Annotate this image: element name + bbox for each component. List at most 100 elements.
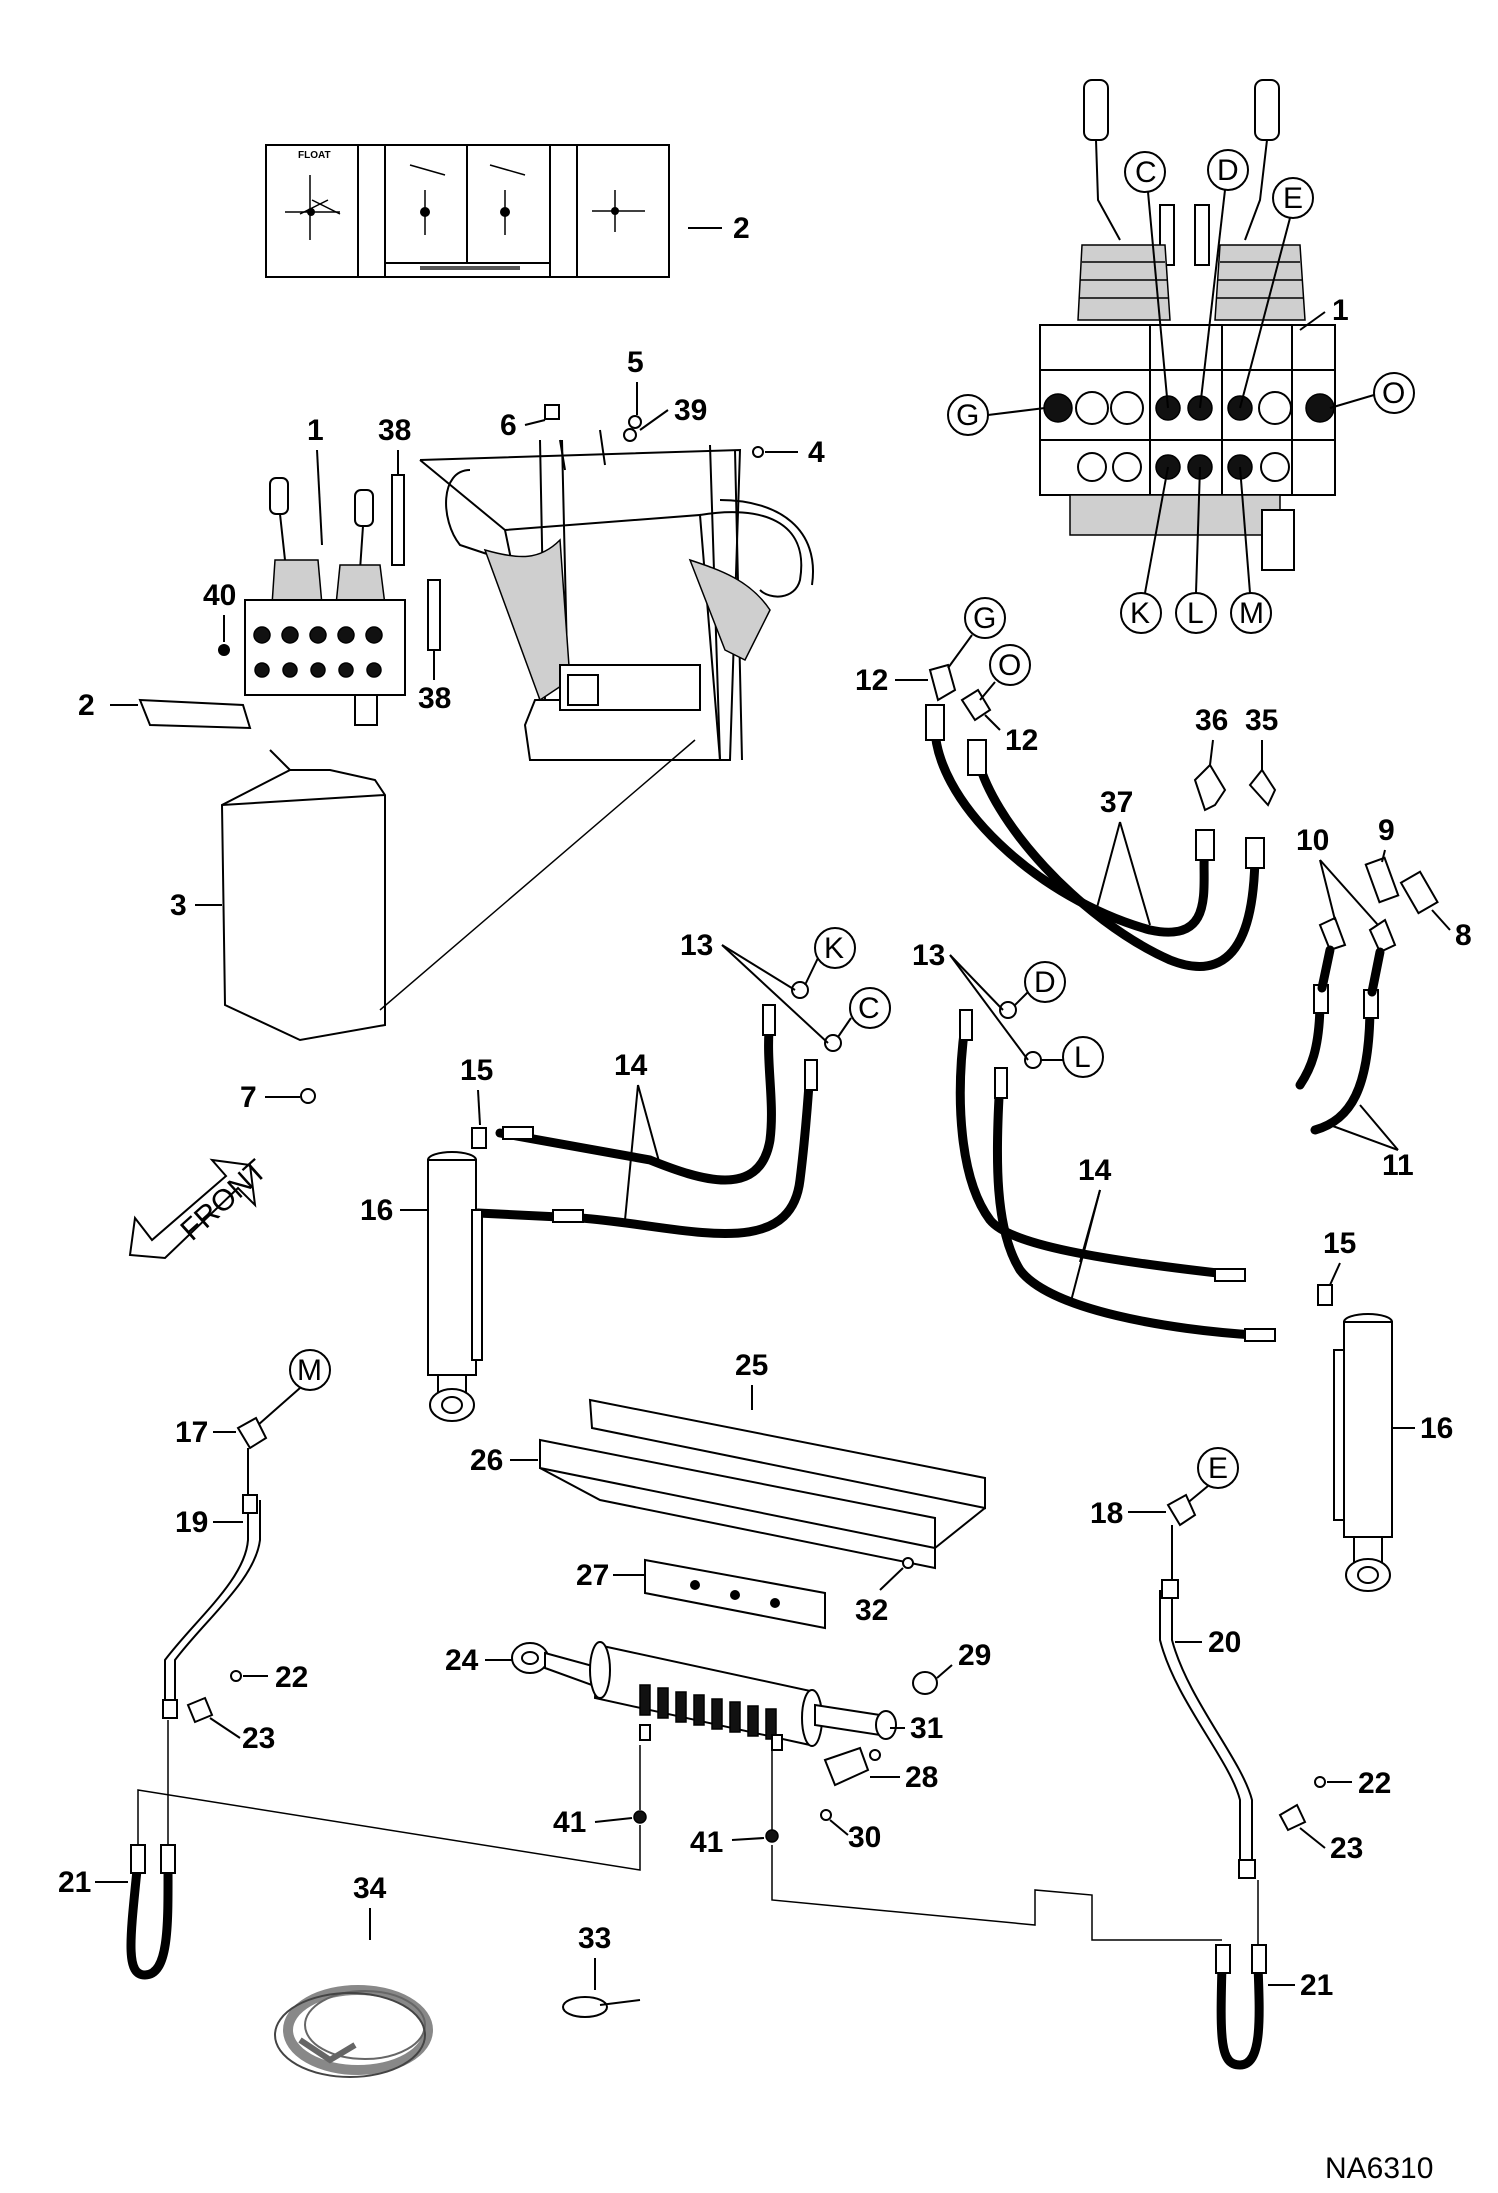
clamp-23-left bbox=[186, 1696, 214, 1724]
hose-label-g: G bbox=[973, 602, 996, 635]
callout-15-left: 15 bbox=[460, 1054, 493, 1087]
callout-36: 36 bbox=[1195, 704, 1228, 737]
callout-22-right: 22 bbox=[1358, 1767, 1391, 1800]
callout-12-g: 12 bbox=[855, 664, 888, 697]
callout-41-right: 41 bbox=[690, 1826, 723, 1859]
line-label-m: M bbox=[297, 1354, 322, 1387]
callout-23-right: 23 bbox=[1330, 1832, 1363, 1865]
hose-label-c: C bbox=[858, 992, 880, 1025]
leader-41-right bbox=[771, 1845, 1222, 1941]
hardware-30 bbox=[820, 1809, 832, 1821]
callout-21-right: 21 bbox=[1300, 1969, 1333, 2002]
hose-label-o: O bbox=[998, 649, 1021, 682]
leader-cover-frame bbox=[379, 739, 696, 1011]
screw-22-right bbox=[1314, 1776, 1326, 1788]
callout-19: 19 bbox=[175, 1506, 208, 1539]
port-label-k: K bbox=[1130, 597, 1150, 630]
port-label-c: C bbox=[1135, 156, 1157, 189]
hose-set-37 bbox=[925, 663, 1277, 971]
callout-6: 6 bbox=[500, 409, 517, 442]
hoses-14-left bbox=[473, 1004, 818, 1238]
callout-17: 17 bbox=[175, 1416, 208, 1449]
plates-25-26 bbox=[539, 1398, 986, 1570]
front-direction-arrow: FRONT bbox=[128, 1153, 273, 1260]
hardware-5 bbox=[628, 415, 642, 429]
callout-14-left: 14 bbox=[614, 1049, 648, 1082]
callout-21-left: 21 bbox=[58, 1866, 91, 1899]
port-label-d: D bbox=[1217, 154, 1239, 187]
hardware-6 bbox=[544, 404, 560, 420]
callout-34: 34 bbox=[353, 1872, 387, 1905]
hardware-39 bbox=[623, 428, 637, 442]
cylinder-24 bbox=[511, 1641, 897, 1751]
port-label-m: M bbox=[1239, 597, 1264, 630]
valve-port-labels: C D E G O K L M bbox=[947, 149, 1415, 634]
callout-18: 18 bbox=[1090, 1497, 1123, 1530]
control-decal: FLOAT bbox=[265, 144, 670, 278]
callout-8: 8 bbox=[1455, 919, 1472, 952]
callout-32: 32 bbox=[855, 1594, 888, 1627]
cable-tie-33 bbox=[562, 1996, 641, 2018]
callout-12-o: 12 bbox=[1005, 724, 1038, 757]
callout-35: 35 bbox=[1245, 704, 1278, 737]
callout-23-left: 23 bbox=[242, 1722, 275, 1755]
callout-16-right: 16 bbox=[1420, 1412, 1453, 1445]
cylinder-16-left bbox=[427, 1127, 487, 1422]
callout-15-right: 15 bbox=[1323, 1227, 1356, 1260]
callout-9: 9 bbox=[1378, 814, 1395, 847]
port-label-e: E bbox=[1283, 182, 1303, 215]
callout-7: 7 bbox=[240, 1081, 257, 1114]
callout-4: 4 bbox=[808, 436, 825, 469]
callout-39: 39 bbox=[674, 394, 707, 427]
fittings-8-9-10 bbox=[1318, 856, 1439, 954]
port-label-o: O bbox=[1382, 377, 1405, 410]
control-valve-small bbox=[244, 477, 406, 726]
line-label-e: E bbox=[1208, 1452, 1228, 1485]
hose-label-d: D bbox=[1034, 966, 1056, 999]
decal-float-label: FLOAT bbox=[298, 150, 331, 161]
callout-1-valve: 1 bbox=[1332, 294, 1349, 327]
elbow-18 bbox=[1166, 1493, 1197, 1527]
callout-13-right: 13 bbox=[912, 939, 945, 972]
callout-2-decal: 2 bbox=[733, 212, 750, 245]
callout-26: 26 bbox=[470, 1444, 503, 1477]
callout-29: 29 bbox=[958, 1639, 991, 1672]
callout-3: 3 bbox=[170, 889, 187, 922]
hose-label-l: L bbox=[1074, 1041, 1091, 1074]
callout-10: 10 bbox=[1296, 824, 1329, 857]
leader-41-left bbox=[137, 1789, 641, 1871]
hardware-4 bbox=[752, 446, 764, 458]
callout-31: 31 bbox=[910, 1712, 943, 1745]
pin-28 bbox=[823, 1746, 870, 1787]
callout-5: 5 bbox=[627, 346, 644, 379]
callout-22-left: 22 bbox=[275, 1661, 308, 1694]
figure-reference: NA6310 bbox=[1325, 2152, 1433, 2185]
cylinder-16-right bbox=[1317, 1284, 1393, 1592]
screw-22-left bbox=[230, 1670, 242, 1682]
valve-mount-frame bbox=[419, 429, 815, 761]
control-valve-assembly bbox=[1039, 79, 1336, 571]
callout-2-small: 2 bbox=[78, 689, 95, 722]
valve-cover bbox=[220, 749, 386, 1042]
hose-label-k: K bbox=[824, 932, 844, 965]
hardware-7 bbox=[300, 1088, 316, 1104]
callout-27: 27 bbox=[576, 1559, 609, 1592]
bracket-38-upper bbox=[391, 474, 405, 566]
callout-38-upper: 38 bbox=[378, 414, 411, 447]
callout-16-left: 16 bbox=[360, 1194, 393, 1227]
callout-11: 11 bbox=[1382, 1149, 1414, 1182]
callout-13-left: 13 bbox=[680, 929, 713, 962]
callout-24: 24 bbox=[445, 1644, 479, 1677]
fitting-41-right bbox=[765, 1829, 779, 1843]
callout-28: 28 bbox=[905, 1761, 938, 1794]
clamp-23-right bbox=[1278, 1803, 1307, 1832]
callout-37: 37 bbox=[1100, 786, 1133, 819]
hoses-11 bbox=[1295, 945, 1385, 1135]
port-label-l: L bbox=[1187, 597, 1204, 630]
callout-41-left: 41 bbox=[553, 1806, 586, 1839]
hose-sleeve-34 bbox=[274, 1985, 433, 2078]
callout-1-small-valve: 1 bbox=[307, 414, 324, 447]
callout-25: 25 bbox=[735, 1349, 768, 1382]
callout-38-lower: 38 bbox=[418, 682, 451, 715]
